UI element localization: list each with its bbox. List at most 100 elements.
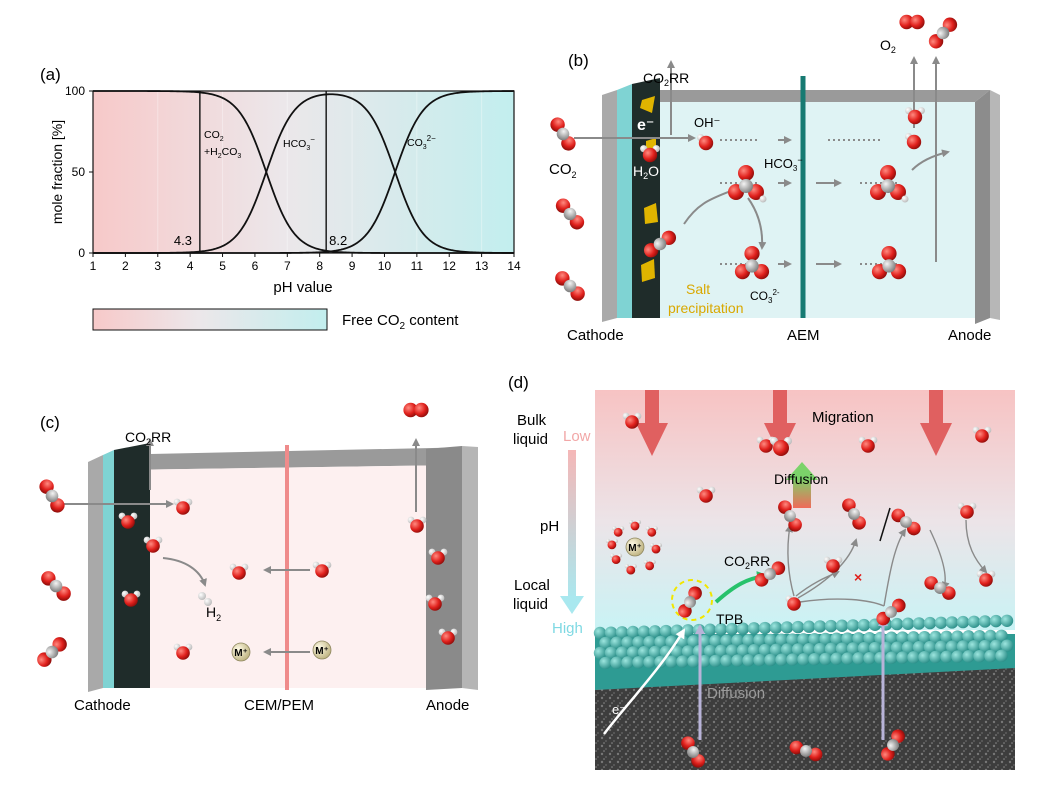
x-tick-label: 1 [90,259,97,273]
cathode-label: Cathode [74,697,131,714]
catalyst-particle [748,622,760,634]
catalyst-particle [957,616,969,628]
migration-label: Migration [812,409,874,426]
migration-arrow-shaft [773,390,787,425]
catalyst-particle [995,650,1007,662]
catalyst-particle [918,651,930,663]
y-tick-labels: 0 50 100 [65,84,93,260]
colorbar-label: Free CO2 content [342,312,459,332]
catalyst-particle [687,655,699,667]
catalyst-particle [720,655,732,667]
catalyst-particle [825,620,837,632]
anode-side-wall [462,446,478,690]
species-h2co3-label: +H2CO3 [204,146,241,160]
x-tick-label: 10 [378,259,392,273]
catalyst-particle [951,650,963,662]
catalyst-particle [852,652,864,664]
cathode-electrode [114,443,150,688]
catalyst-particle [649,625,661,637]
catalyst-particle [973,650,985,662]
catalyst-particle [929,651,941,663]
panel-a-label: (a) [40,65,61,84]
x-tick-label: 13 [475,259,489,273]
local-liquid-label: liquid [513,596,548,613]
catalyst-particle [599,657,611,669]
catalyst-particle [781,621,793,633]
x-tick-label: 14 [507,259,521,273]
catalyst-particle [797,653,809,665]
co2-molecule [553,196,587,233]
x-tick-label: 2 [122,259,129,273]
hydroxide-label: OH⁻ [694,115,720,130]
diffusion-top-label: Diffusion [774,471,828,487]
catalyst-particle [632,656,644,668]
co2-molecule [926,15,960,52]
catalyst-particle [924,617,936,629]
diffusion-bottom-label: Diffusion [707,685,765,702]
blocked-reaction-mark: × [854,569,862,585]
x-tick-label: 5 [219,259,226,273]
bicarbonate-label: HCO3− [764,155,803,173]
catalyst-particle [775,654,787,666]
cation-label: M⁺ [628,543,642,554]
anode-label: Anode [948,327,991,344]
catalyst-particle [874,652,886,664]
y-tick-label: 50 [72,165,86,179]
y-tick-label: 0 [78,246,85,260]
catalyst-particle [935,617,947,629]
x-tick-label: 12 [443,259,457,273]
ph-gradient-arrow-head [560,596,584,614]
co2-molecule [37,477,67,515]
catalyst-particle [896,651,908,663]
catalyst-particle [814,620,826,632]
catalyst-particle [946,616,958,628]
cathode-side-wall [88,455,103,692]
catalyst-particle [643,656,655,668]
catalyst-particle [1001,615,1013,627]
co2-molecule [34,634,70,670]
y-tick-label: 100 [65,84,85,98]
marker-label-high: 8.2 [329,233,347,248]
local-label: Local [514,577,550,594]
x-tick-label: 7 [284,259,291,273]
catalyst-particle [742,654,754,666]
catalyst-particle [676,655,688,667]
cathode-electrode [632,78,660,318]
catalyst-particle [792,621,804,633]
migration-arrow-shaft [929,390,943,425]
migration-arrow-shaft [645,390,659,425]
membrane-label: CEM/PEM [244,697,314,714]
x-tick-label: 8 [316,259,323,273]
catalyst-particle [709,655,721,667]
cation-ion: M⁺ [232,643,250,661]
o2-molecule [899,15,924,29]
catalyst-particle [990,615,1002,627]
catalyst-particle [891,618,903,630]
catalyst-particle [621,656,633,668]
co2rr-label: CO2RR [125,429,171,447]
catalyst-particle [962,650,974,662]
x-tick-label: 9 [349,259,356,273]
o2-label: O2 [880,37,896,55]
free-co2-colorbar [93,309,327,330]
cation-label: M⁺ [234,648,248,659]
catalyst-particle [759,622,771,634]
cation-ion: M⁺ [626,538,644,556]
catalyst-particle [968,616,980,628]
ph-label: pH [540,518,559,535]
catalyst-particle [863,652,875,664]
panel-d: (d) × M⁺ Bulk liquid Low pH Local [508,373,1015,770]
x-axis-label: pH value [273,279,332,296]
cathode-catalyst-layer [617,84,632,318]
co2rr-label: CO2RR [643,70,689,88]
marker-label-low: 4.3 [174,233,192,248]
panel-c-label: (c) [40,413,60,432]
catalyst-particle [907,651,919,663]
cation-label: M⁺ [315,646,329,657]
catalyst-particle [913,617,925,629]
cathode-label: Cathode [567,327,624,344]
o2-molecule [403,403,428,417]
